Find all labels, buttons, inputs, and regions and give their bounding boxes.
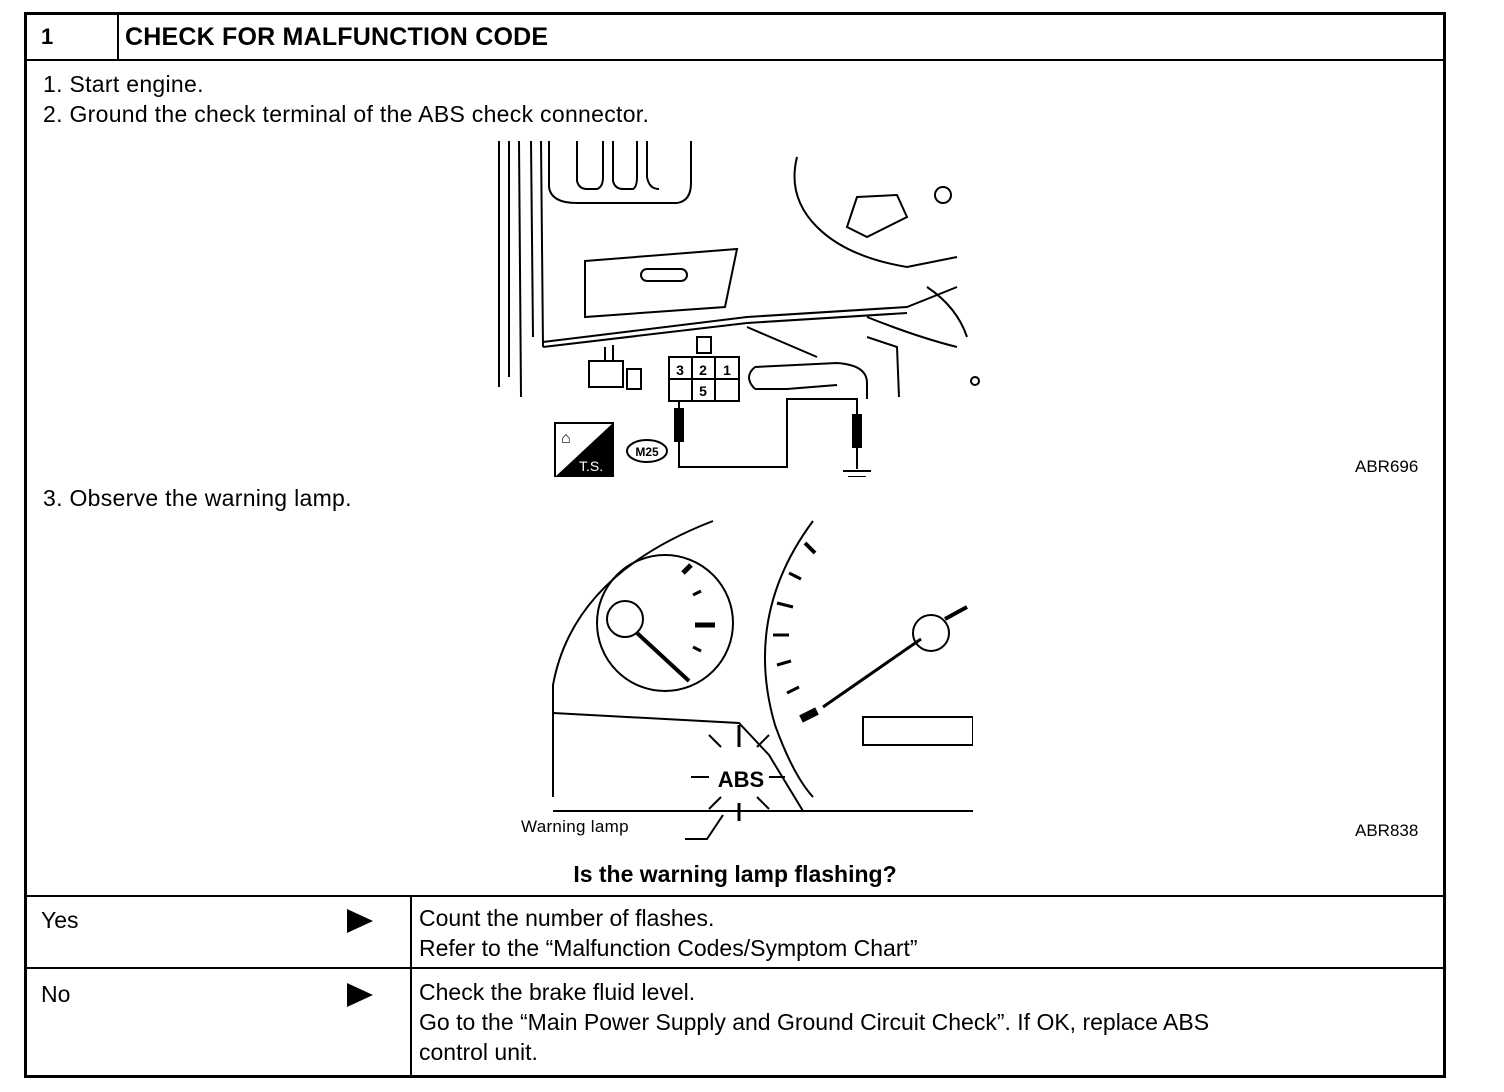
answer-no-line-1: Check the brake fluid level. bbox=[419, 979, 696, 1005]
answer-no-text: Check the brake fluid level. Go to the “… bbox=[419, 977, 1209, 1067]
question: Is the warning lamp flashing? bbox=[573, 861, 897, 887]
pin-1: 1 bbox=[723, 362, 731, 378]
figure-code-2: ABR838 bbox=[1355, 821, 1419, 840]
instruction-1: 1. Start engine. bbox=[43, 71, 204, 97]
answer-no-arrow-icon bbox=[347, 983, 373, 1007]
answer-yes-arrow-icon bbox=[347, 909, 373, 933]
warning-lamp-callout: Warning lamp bbox=[521, 817, 629, 836]
answer-yes-label: Yes bbox=[41, 907, 79, 933]
ts-badge-text: T.S. bbox=[579, 458, 603, 474]
step-number: 1 bbox=[27, 15, 119, 59]
pin-3: 3 bbox=[676, 362, 684, 378]
divider-question bbox=[27, 895, 1443, 897]
answer-yes-line-1: Count the number of flashes. bbox=[419, 905, 715, 931]
svg-text:⌂: ⌂ bbox=[561, 430, 571, 447]
pin-2: 2 bbox=[699, 362, 707, 378]
answer-yes-line-2: Refer to the “Malfunction Codes/Symptom … bbox=[419, 935, 918, 961]
cluster-illustration: ABS bbox=[552, 520, 973, 840]
figure-code-1: ABR696 bbox=[1355, 457, 1419, 476]
connector-id-label: M25 bbox=[635, 445, 659, 459]
answer-no-line-3: control unit. bbox=[419, 1039, 538, 1065]
instruction-3: 3. Observe the warning lamp. bbox=[43, 485, 352, 511]
answer-no-line-2: Go to the “Main Power Supply and Ground … bbox=[419, 1009, 1210, 1035]
procedure-table: 1 CHECK FOR MALFUNCTION CODE 1. Start en… bbox=[24, 12, 1446, 1078]
connector-illustration: ⌂ T.S. M25 3 2 1 5 bbox=[498, 140, 980, 477]
answer-no-label: No bbox=[41, 981, 71, 1007]
pin-5: 5 bbox=[699, 383, 707, 399]
answer-yes-text: Count the number of flashes. Refer to th… bbox=[419, 903, 918, 963]
divider-answers bbox=[27, 967, 1443, 969]
step-header: 1 CHECK FOR MALFUNCTION CODE bbox=[27, 15, 1443, 61]
instruction-2: 2. Ground the check terminal of the ABS … bbox=[43, 101, 650, 127]
step-title: CHECK FOR MALFUNCTION CODE bbox=[125, 23, 549, 51]
answer-column-divider bbox=[410, 895, 412, 1078]
abs-lamp-text: ABS bbox=[718, 767, 764, 792]
